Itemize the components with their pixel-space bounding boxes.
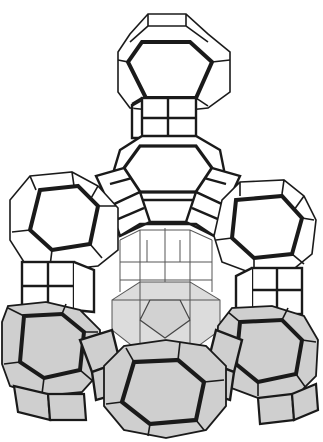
- bottom-center-truncated-octahedron: [104, 340, 226, 438]
- right-truncated-octahedron: [214, 180, 316, 274]
- top-double-four-ring-column: [132, 98, 196, 138]
